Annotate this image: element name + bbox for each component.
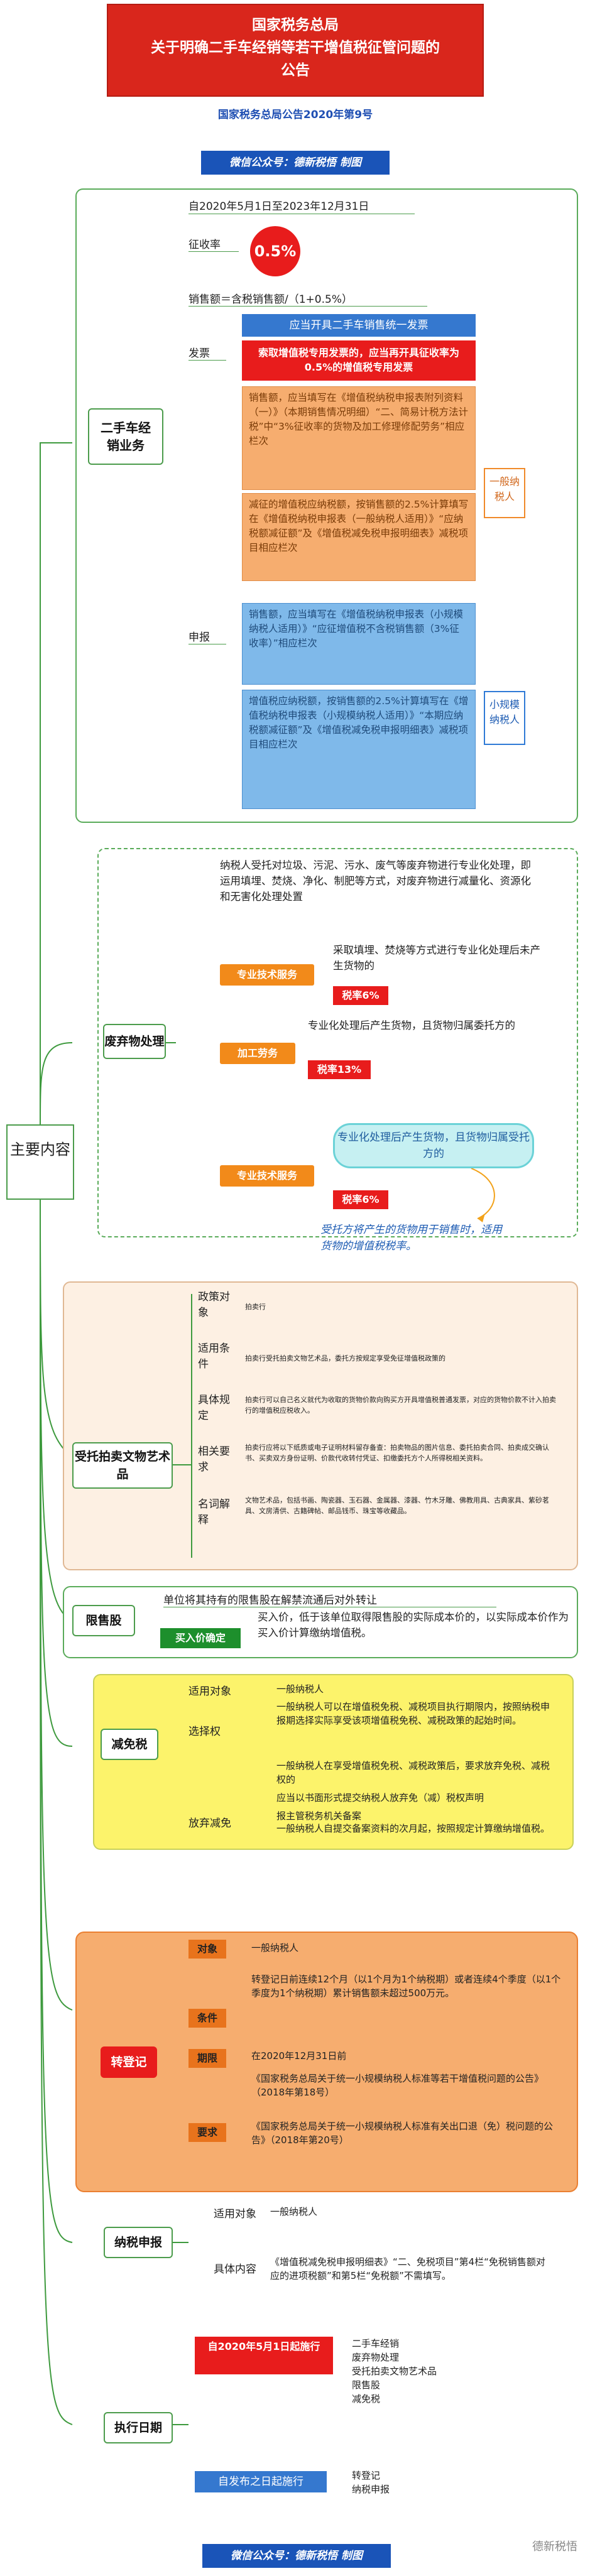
auction-title: 受托拍卖文物艺术品 bbox=[72, 1442, 173, 1489]
root-node: 主要内容 bbox=[6, 1124, 74, 1200]
title-line-3: 公告 bbox=[281, 62, 310, 79]
auction-row-0-value: 拍卖行 bbox=[245, 1303, 266, 1311]
transfer-req-label: 要求 bbox=[188, 2123, 226, 2142]
title-line-1: 国家税务总局 bbox=[252, 17, 339, 33]
effective-item-2-1: 纳税申报 bbox=[352, 2484, 390, 2495]
waste-tag-2: 加工劳务 bbox=[220, 1043, 295, 1064]
restricted-frame bbox=[63, 1586, 578, 1658]
invoice-red-box: 索取增值税专用发票的，应当再开具征收率为0.5%的增值税专用发票 bbox=[242, 340, 476, 381]
waste-tag-1: 专业技术服务 bbox=[220, 964, 314, 986]
used-car-title: 二手车经销业务 bbox=[88, 408, 163, 465]
filing-content-value: 《增值税减免税申报明细表》“二、免税项目”第4栏“免税销售额对应的进项税额”和第… bbox=[270, 2256, 545, 2281]
effective-item-1-1: 废弃物处理 bbox=[352, 2352, 400, 2363]
filing-apply-label: 适用对象 bbox=[214, 2208, 256, 2220]
waste-intro: 纳税人受托对垃圾、污泥、污水、废气等废弃物进行专业化处理，即运用填埋、焚烧、净化… bbox=[220, 859, 531, 903]
used-car-period: 自2020年5月1日至2023年12月31日 bbox=[188, 200, 415, 214]
effective-items-2: 转登记 纳税申报 bbox=[352, 2469, 484, 2496]
effective-group-1: 自2020年5月1日起施行 bbox=[195, 2337, 333, 2374]
waste-rate-2: 税率13% bbox=[308, 1060, 371, 1079]
general-taxpayer-tag: 一般纳税人 bbox=[484, 468, 525, 518]
transfer-title: 转登记 bbox=[101, 2046, 157, 2078]
auction-row-4-value: 文物艺术品，包括书画、陶瓷器、玉石器、金属器、漆器、竹木牙雕、佛教用具、古典家具… bbox=[245, 1496, 549, 1515]
transfer-cond-value: 转登记日前连续12个月（以1个月为1个纳税期）或者连续4个季度（以1个季度为1个… bbox=[251, 1974, 561, 1999]
callout-arrow bbox=[471, 1168, 495, 1222]
effective-item-1-0: 二手车经销 bbox=[352, 2338, 400, 2349]
effective-items-1: 二手车经销 废弃物处理 受托拍卖文物艺术品 限售股 减免税 bbox=[352, 2337, 484, 2406]
restricted-top: 单位将其持有的限售股在解禁流通后对外转让 bbox=[163, 1591, 496, 1607]
invoice-blue-box: 应当开具二手车销售统一发票 bbox=[242, 314, 476, 337]
small-taxpayer-tag: 小规模纳税人 bbox=[484, 691, 525, 745]
watermark: 德新税悟 bbox=[532, 2540, 577, 2553]
transfer-cond-label: 条件 bbox=[188, 2009, 226, 2028]
general-declare-text-1: 销售额，应当填写在《增值税纳税申报表附列资料（一）》（本期销售情况明细）“二、简… bbox=[242, 386, 476, 490]
waste-rate-1: 税率6% bbox=[333, 986, 388, 1005]
declare-label: 申报 bbox=[188, 628, 226, 644]
sales-formula: 销售额＝含税销售额/（1+0.5%） bbox=[188, 290, 427, 307]
auction-connectors bbox=[173, 1294, 192, 1558]
reduction-giveup-1: 一般纳税人在享受增值税免税、减税政策后，要求放弃免税、减税权的 bbox=[276, 1760, 550, 1785]
effective-group-2: 自发布之日起施行 bbox=[195, 2471, 327, 2492]
reduction-apply-value: 一般纳税人 bbox=[276, 1683, 324, 1695]
filing-content-label: 具体内容 bbox=[214, 2263, 256, 2276]
auction-frame bbox=[63, 1281, 578, 1570]
transfer-period-value: 在2020年12月31日前 bbox=[251, 2050, 347, 2062]
rate-value-circle: 0.5% bbox=[250, 226, 300, 276]
waste-callout: 受托方将产生的货物用于销售时，适用货物的增值税税率。 bbox=[320, 1224, 502, 1253]
transfer-period-label: 期限 bbox=[188, 2049, 226, 2068]
auction-row-3-label: 相关要求 bbox=[198, 1445, 230, 1474]
restricted-title: 限售股 bbox=[72, 1605, 135, 1636]
page-title: 国家税务总局 关于明确二手车经销等若干增值税征管问题的 公告 bbox=[107, 4, 484, 97]
auction-row-0-label: 政策对象 bbox=[198, 1291, 230, 1319]
small-declare-text-2: 增值税应纳税额，按销售额的2.5%计算填写在《增值税纳税申报表（小规模纳税人适用… bbox=[242, 690, 476, 809]
auction-row-3-value: 拍卖行应将以下纸质或电子证明材料留存备查：拍卖物品的图片信息、委托拍卖合同、拍卖… bbox=[245, 1443, 549, 1462]
waste-title: 废弃物处理 bbox=[103, 1024, 166, 1059]
waste-frame bbox=[97, 848, 578, 1237]
reduction-frame bbox=[93, 1674, 574, 1850]
transfer-req-1: 《国家税务总局关于统一小规模纳税人标准等若干增值税问题的公告》（2018年第18… bbox=[251, 2073, 544, 2098]
bottom-banner: 微信公众号：德新税悟 制图 bbox=[202, 2544, 391, 2568]
reduction-title: 减免税 bbox=[101, 1729, 158, 1760]
waste-rate-3: 税率6% bbox=[333, 1190, 388, 1209]
reduction-apply-label: 适用对象 bbox=[188, 1685, 231, 1698]
effective-item-1-3: 限售股 bbox=[352, 2379, 381, 2391]
effective-item-1-2: 受托拍卖文物艺术品 bbox=[352, 2366, 437, 2377]
small-declare-text-1: 销售额，应当填写在《增值税纳税申报表（小规模纳税人适用）》“应征增值税不含税销售… bbox=[242, 603, 476, 685]
reduction-giveup-4: 一般纳税人自提交备案资料的次月起，按照规定计算缴纳增值税。 bbox=[276, 1823, 550, 1834]
effective-item-2-0: 转登记 bbox=[352, 2470, 381, 2481]
waste-desc-3-cloud: 专业化处理后产生货物，且货物归属受托方的 bbox=[333, 1123, 534, 1168]
reduction-giveup-3: 报主管税务机关备案 bbox=[276, 1810, 362, 1822]
reduction-choice-value: 一般纳税人可以在增值税免税、减税项目执行期限内，按照纳税申报期选择实际享受该项增… bbox=[276, 1701, 550, 1726]
reduction-giveup-2: 应当以书面形式提交纳税人放弃免（减）税权声明 bbox=[276, 1792, 484, 1803]
invoice-label: 发票 bbox=[188, 344, 226, 361]
top-banner: 微信公众号：德新税悟 制图 bbox=[201, 151, 390, 175]
waste-desc-2: 专业化处理后产生货物，且货物归属委托方的 bbox=[308, 1019, 515, 1031]
transfer-frame bbox=[75, 1932, 578, 2192]
title-line-2: 关于明确二手车经销等若干增值税征管问题的 bbox=[151, 40, 440, 56]
reduction-giveup-label: 放弃减免 bbox=[188, 1817, 231, 1830]
auction-row-1-label: 适用条件 bbox=[198, 1342, 230, 1371]
general-declare-text-2: 减征的增值税应纳税额，按销售额的2.5%计算填写在《增值税纳税申报表（一般纳税人… bbox=[242, 493, 476, 581]
announcement-number: 国家税务总局公告2020年第9号 bbox=[217, 109, 373, 121]
rate-label: 征收率 bbox=[188, 236, 239, 252]
waste-tag-3: 专业技术服务 bbox=[220, 1165, 314, 1187]
waste-desc-1: 采取填埋、焚烧等方式进行专业化处理后未产生货物的 bbox=[333, 944, 540, 972]
restricted-desc: 买入价，低于该单位取得限售股的实际成本价的，以实际成本价作为买入价计算缴纳增值税… bbox=[258, 1611, 569, 1639]
effective-item-1-4: 减免税 bbox=[352, 2393, 381, 2405]
effective-title: 执行日期 bbox=[104, 2412, 173, 2443]
transfer-obj-label: 对象 bbox=[188, 1940, 226, 1959]
filing-title: 纳税申报 bbox=[104, 2227, 173, 2258]
transfer-req-2: 《国家税务总局关于统一小规模纳税人标准有关出口退（免）税问题的公告》（2018年… bbox=[251, 2121, 554, 2146]
filing-apply-value: 一般纳税人 bbox=[270, 2206, 318, 2217]
restricted-tag: 买入价确定 bbox=[160, 1628, 241, 1648]
transfer-obj-value: 一般纳税人 bbox=[251, 1942, 299, 1954]
auction-row-2-label: 具体规定 bbox=[198, 1394, 230, 1422]
reduction-choice-label: 选择权 bbox=[188, 1725, 221, 1738]
auction-row-2-value: 拍卖行可以自己名义就代为收取的货物价款向购买方开具增值税普通发票，对应的货物价款… bbox=[245, 1396, 556, 1415]
auction-row-4-label: 名词解释 bbox=[198, 1498, 230, 1526]
auction-row-1-value: 拍卖行受托拍卖文物艺术品，委托方按规定享受免征增值税政策的 bbox=[245, 1354, 445, 1362]
